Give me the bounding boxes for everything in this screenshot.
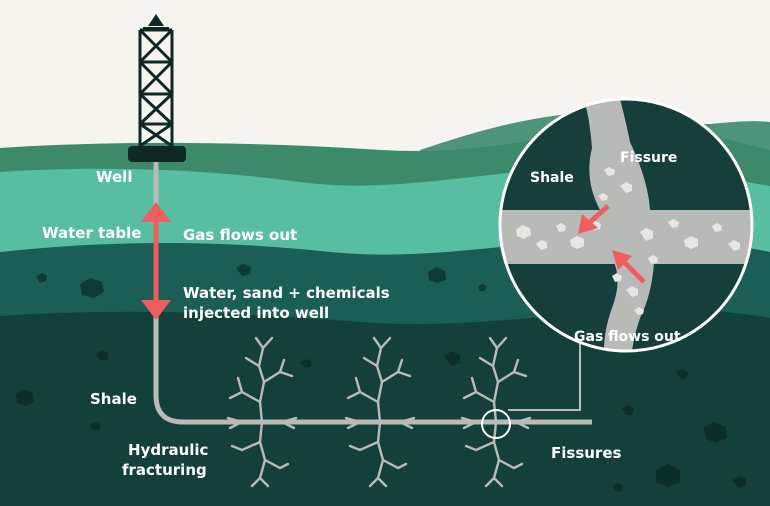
label-injection-line1: Water, sand + chemicals bbox=[183, 284, 390, 302]
label-hydraulic-line2: fracturing bbox=[122, 461, 207, 479]
sand-grains bbox=[516, 167, 740, 315]
rig-base bbox=[128, 146, 186, 162]
flow-double-arrow bbox=[141, 202, 171, 320]
fracture-cracks bbox=[226, 336, 532, 488]
inset-label-shale: Shale bbox=[530, 170, 574, 186]
label-injection-line2: injected into well bbox=[183, 304, 329, 322]
fracture-group-3 bbox=[460, 336, 532, 488]
inset-magnified-view bbox=[498, 97, 754, 353]
inset-connector-line bbox=[508, 342, 581, 411]
label-gas-flows-out: Gas flows out bbox=[183, 226, 297, 244]
inset-label-fissure: Fissure bbox=[620, 150, 677, 166]
gas-flow-arrows bbox=[578, 204, 646, 284]
rig-top-triangle bbox=[148, 14, 164, 26]
magnifier-ring bbox=[481, 409, 511, 439]
shale-layer-rocks bbox=[16, 350, 746, 492]
shale-layer bbox=[0, 309, 770, 506]
label-fissures: Fissures bbox=[551, 444, 621, 462]
inset-border bbox=[498, 97, 754, 353]
label-shale: Shale bbox=[90, 390, 137, 408]
fracture-group-2 bbox=[344, 336, 416, 488]
label-hydraulic-line1: Hydraulic bbox=[128, 441, 208, 459]
label-water-table: Water table bbox=[42, 224, 141, 242]
drilling-rig bbox=[128, 14, 186, 162]
well-pipe bbox=[153, 162, 592, 425]
fracture-group-1 bbox=[226, 336, 298, 488]
label-well: Well bbox=[96, 168, 132, 186]
middle-layer-rocks bbox=[36, 264, 487, 298]
inset-label-gas-flows-out: Gas flows out bbox=[574, 329, 681, 345]
